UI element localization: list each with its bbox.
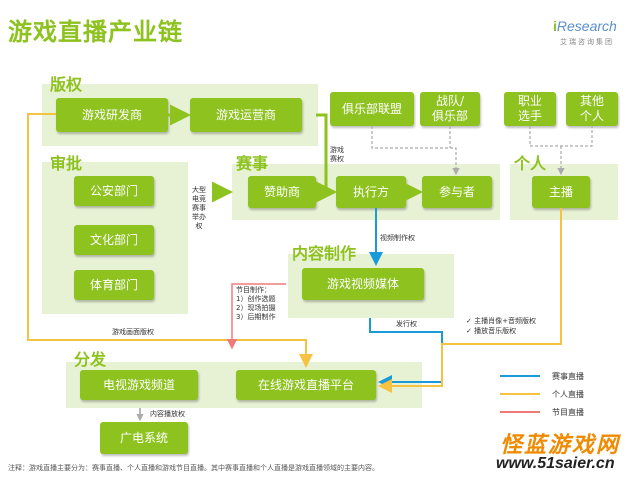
box-sports-dept: 体育部门: [74, 270, 154, 300]
section-approval: 审批: [50, 154, 83, 173]
legend-item-event: 赛事直播: [552, 372, 584, 381]
label-game-event-right: 游戏 赛权: [330, 146, 344, 164]
label-anchor-rights-1: ✓ 主播肖像+音频版权: [466, 317, 536, 325]
footnote: 注释：游戏直播主要分为：赛事直播、个人直播和游戏节目直播。其中赛事直播和个人直播…: [8, 464, 379, 472]
box-participant: 参与者: [422, 176, 492, 208]
box-culture-dept: 文化部门: [74, 225, 154, 255]
box-team-club: 战队/ 俱乐部: [420, 92, 480, 126]
box-online-platform: 在线游戏直播平台: [236, 370, 376, 400]
box-game-developer: 游戏研发商: [56, 98, 168, 132]
label-anchor-rights-2: ✓ 播放音乐版权: [466, 327, 517, 335]
legend-item-program: 节目直播: [552, 408, 584, 417]
page-title: 游戏直播产业链: [8, 18, 183, 46]
box-anchor: 主播: [532, 176, 590, 208]
box-executor: 执行方: [336, 176, 406, 208]
box-pro-player: 职业 选手: [504, 92, 556, 126]
label-anchor-rights-1-text: 主播肖像+音频版权: [474, 317, 536, 325]
box-broadcast-system: 广电系统: [100, 422, 188, 454]
logo: iResearch: [553, 18, 617, 34]
logo-text: Research: [556, 18, 617, 34]
label-content-play-right: 内容播放权: [150, 410, 185, 418]
box-club-league: 俱乐部联盟: [330, 92, 414, 126]
box-sponsor: 赞助商: [248, 176, 316, 208]
section-event: 赛事: [236, 154, 269, 173]
box-game-video-media: 游戏视频媒体: [302, 268, 424, 300]
label-anchor-rights-2-text: 播放音乐版权: [474, 327, 517, 335]
box-game-operator: 游戏运营商: [190, 98, 302, 132]
watermark-url: www.51saier.cn: [496, 455, 615, 472]
label-program-production: 节目制作： 1）创作选题 2）现场拍摄 3）后期制作: [236, 286, 276, 322]
watermark-title: 怪蓝游戏网: [500, 433, 621, 458]
label-publish-right: 发行权: [396, 320, 417, 328]
section-individual: 个人: [514, 154, 547, 173]
label-screen-copyright: 游戏画面版权: [112, 328, 154, 336]
section-content: 内容制作: [292, 244, 357, 263]
box-other-individual: 其他 个人: [566, 92, 618, 126]
logo-subtitle: 艾瑞咨询集团: [560, 38, 614, 46]
section-copyright: 版权: [50, 75, 83, 94]
label-video-right: 视频制作权: [380, 234, 415, 242]
box-police-dept: 公安部门: [74, 176, 154, 206]
legend-item-personal: 个人直播: [552, 390, 584, 399]
box-tv-game-channel: 电视游戏频道: [80, 370, 198, 400]
label-big-event-right: 大型 电竞 赛事 举办 权: [192, 186, 206, 231]
section-distribution: 分发: [74, 350, 107, 369]
logo-i: i: [553, 18, 557, 34]
